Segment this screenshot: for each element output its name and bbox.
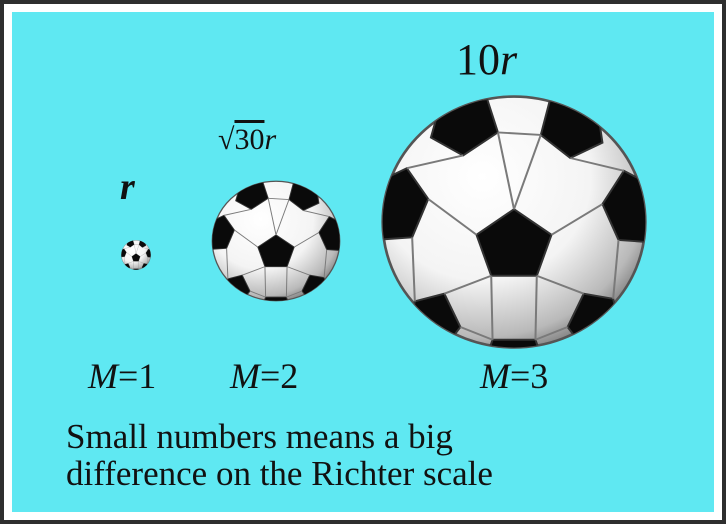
soccer-ball-medium-icon <box>211 180 341 302</box>
magnitude-label-1: M=1 <box>88 358 156 394</box>
small-radius-label: r <box>120 166 135 208</box>
caption: Small numbers means a big difference on … <box>66 418 493 492</box>
sqrt-symbol: √ <box>218 123 235 156</box>
radius-symbol: r <box>500 35 518 84</box>
magnitude-label-3: M=3 <box>480 358 548 394</box>
magnitude-value: =3 <box>510 356 549 396</box>
magnitude-symbol: M <box>230 356 260 396</box>
soccer-ball-large-icon <box>380 94 648 350</box>
caption-line-2: difference on the Richter scale <box>66 454 493 493</box>
magnitude-symbol: M <box>480 356 510 396</box>
soccer-ball-small-icon <box>121 240 151 270</box>
magnitude-label-2: M=2 <box>230 358 298 394</box>
magnitude-value: =2 <box>260 356 299 396</box>
magnitude-value: =1 <box>118 356 157 396</box>
magnitude-symbol: M <box>88 356 118 396</box>
radicand: 30 <box>234 123 265 156</box>
radius-symbol: r <box>264 123 277 156</box>
large-radius-label: 10r <box>456 38 517 82</box>
medium-radius-label: √30r <box>218 125 276 155</box>
radius-factor: 10 <box>456 35 500 84</box>
caption-line-1: Small numbers means a big <box>66 417 453 456</box>
